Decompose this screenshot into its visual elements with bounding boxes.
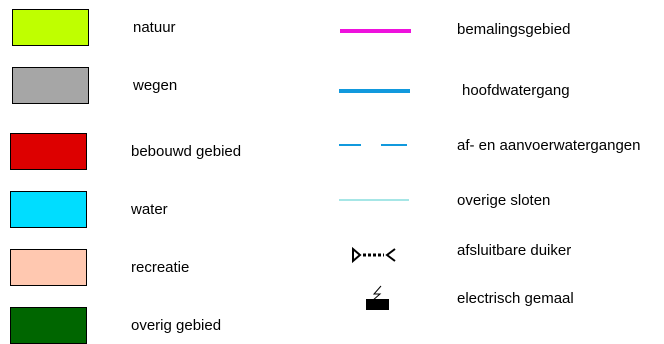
label-wegen: wegen xyxy=(133,77,178,94)
thick-blue-line-icon xyxy=(339,89,410,93)
label-water: water xyxy=(131,201,168,218)
culvert-icon xyxy=(352,246,396,264)
label-afsluitbare-duiker: afsluitbare duiker xyxy=(457,242,572,259)
label-bebouwd-gebied: bebouwd gebied xyxy=(131,143,242,160)
swatch-overig-gebied xyxy=(10,307,87,344)
label-bemalingsgebied: bemalingsgebied xyxy=(457,21,571,38)
label-electrisch-gemaal: electrisch gemaal xyxy=(457,290,574,307)
dashed-blue-line-icon xyxy=(339,144,407,146)
thin-light-blue-line-icon xyxy=(339,199,409,201)
magenta-solid-line-icon xyxy=(340,29,411,33)
swatch-wegen xyxy=(12,67,89,104)
electric-pump-icon xyxy=(366,285,389,310)
swatch-recreatie xyxy=(10,249,87,286)
label-overig-gebied: overig gebied xyxy=(131,317,222,334)
label-hoofdwatergang: hoofdwatergang xyxy=(462,82,570,99)
swatch-natuur xyxy=(12,9,89,46)
swatch-water xyxy=(10,191,87,228)
label-recreatie: recreatie xyxy=(131,259,190,276)
label-overige-sloten: overige sloten xyxy=(457,192,551,209)
swatch-bebouwd-gebied xyxy=(10,133,87,170)
label-af-en-aanvoerwatergangen: af- en aanvoerwatergangen xyxy=(457,137,641,154)
label-natuur: natuur xyxy=(133,19,176,36)
